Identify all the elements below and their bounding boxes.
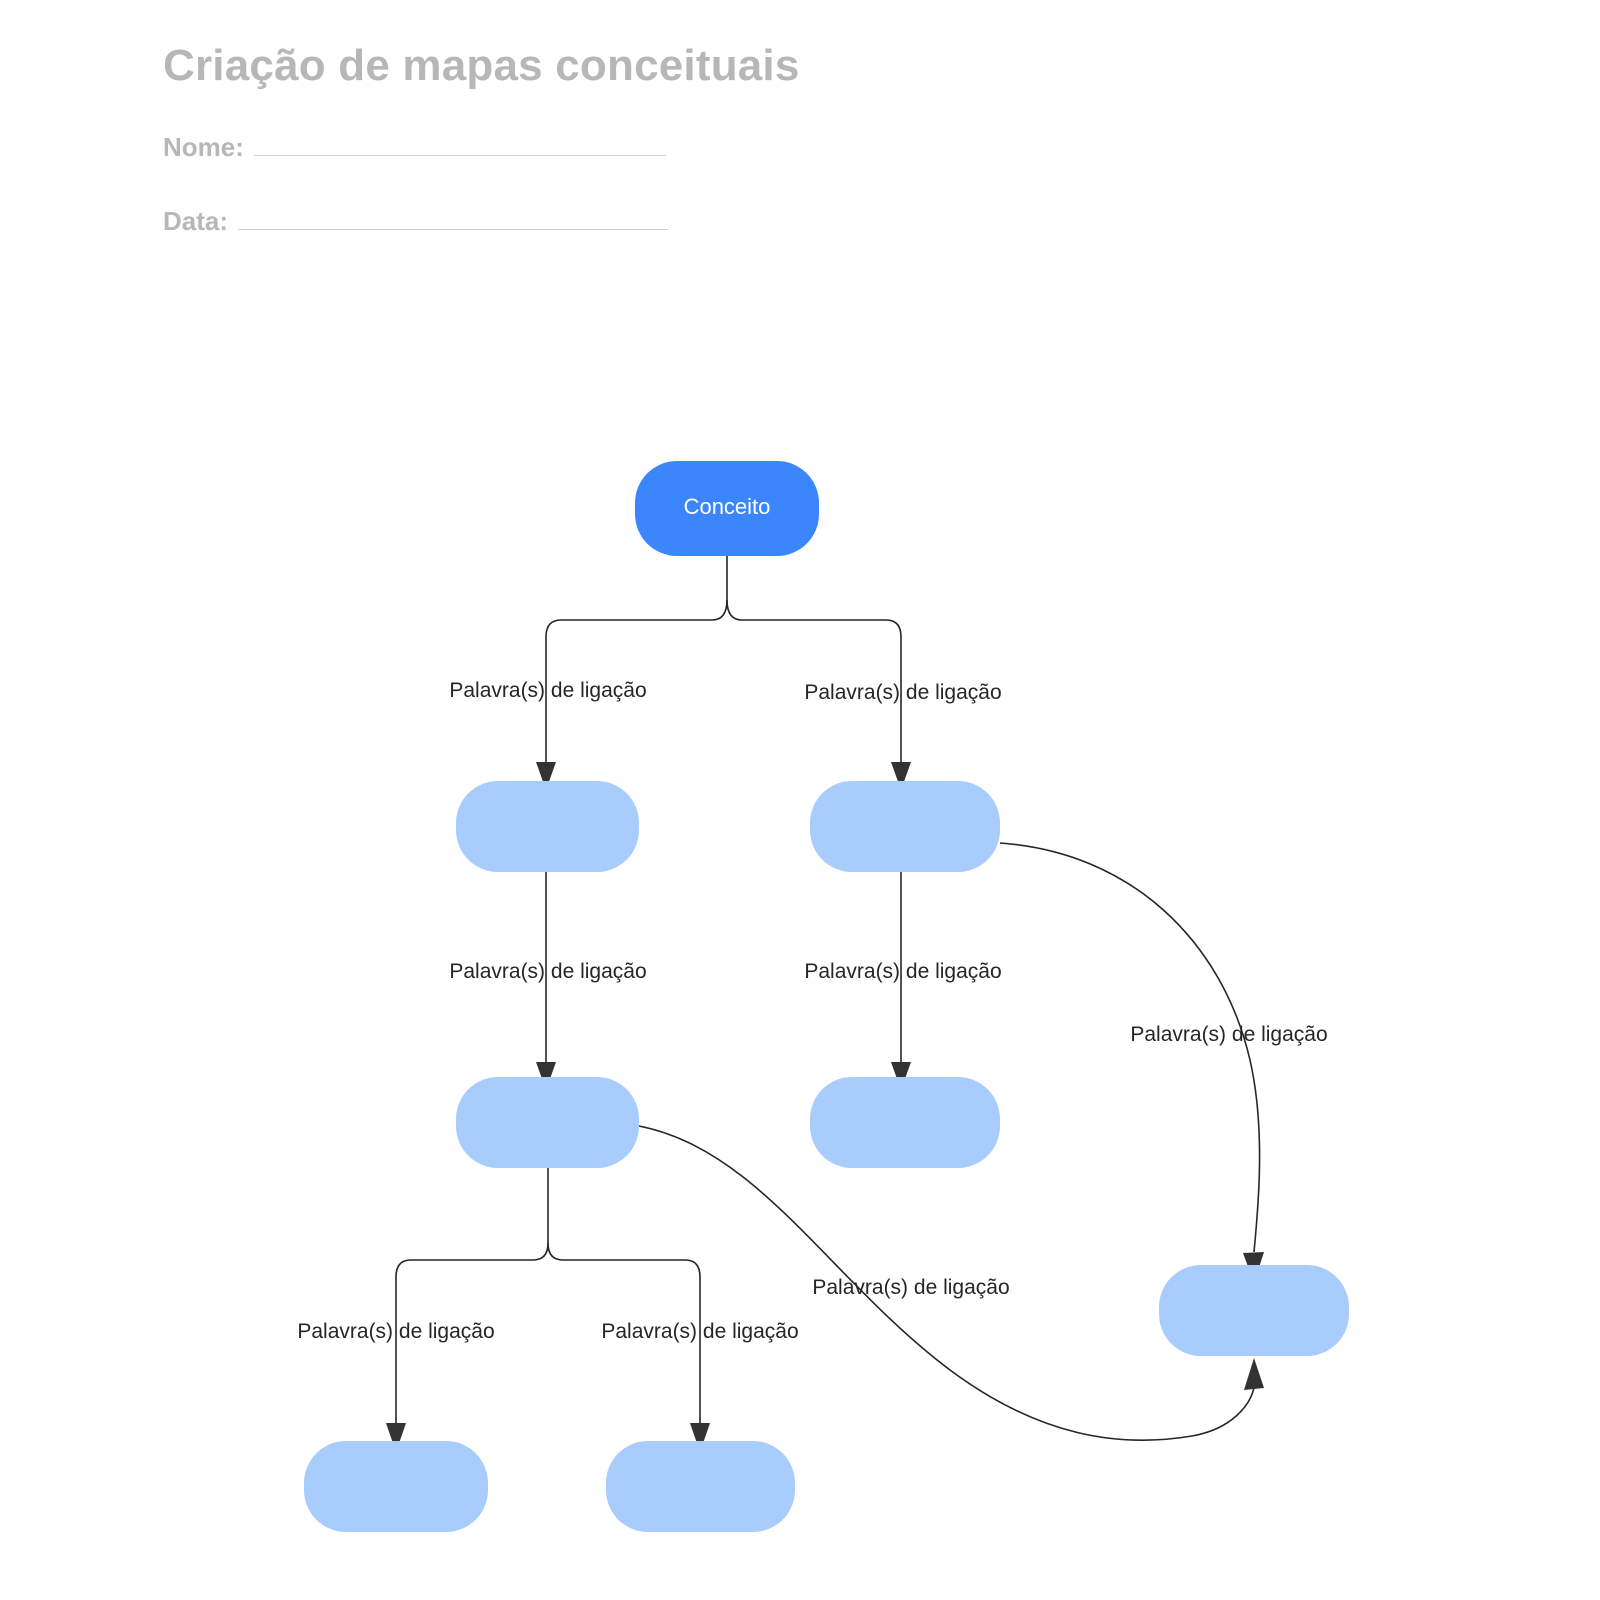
arrowhead-far-bottom [1244,1358,1264,1390]
edge-label-cross-bottom: Palavra(s) de ligação [812,1276,1009,1299]
date-input[interactable] [238,207,669,231]
worksheet-header: Criação de mapas conceituais Nome: Data: [163,41,1063,252]
edge-label-bottom-left: Palavra(s) de ligação [297,1320,494,1343]
node-root[interactable]: Conceito [635,461,819,556]
node-bottom-right-shape [606,1441,795,1532]
date-field-label: Data: [163,206,229,237]
node-left-level3[interactable] [456,1077,639,1168]
node-bottom-left[interactable] [304,1441,488,1532]
edge-l2-fork-right [547,1242,701,1423]
edge-root-fork [545,556,728,762]
arrowhead-bottom-left [386,1423,406,1452]
node-far-right[interactable] [1159,1265,1349,1356]
page-title: Criação de mapas conceituais [163,41,800,90]
arrowhead-root-left [536,762,556,790]
node-root-shape [635,461,819,556]
node-right-level2-shape [810,781,1000,872]
edge-label-right-mid: Palavra(s) de ligação [804,960,1001,983]
edge-root-fork-right [726,599,902,762]
name-input[interactable] [253,133,666,157]
edge-r1-to-far-curve [999,842,1261,1253]
edge-label-far-right: Palavra(s) de ligação [1130,1023,1327,1046]
node-right-level2[interactable] [810,781,1000,872]
node-right-level3[interactable] [810,1077,1000,1168]
arrowhead-l1-l2 [536,1062,556,1090]
edge-label-left-mid: Palavra(s) de ligação [449,960,646,983]
node-right-level3-shape [810,1077,1000,1168]
name-field-row: Nome: [163,132,1063,178]
node-bottom-left-shape [304,1441,488,1532]
arrowhead-r1-r2 [891,1062,911,1090]
edge-label-root-right: Palavra(s) de ligação [804,681,1001,704]
node-left-level3-shape [456,1077,639,1168]
edge-l2-to-far-curve [638,1125,1255,1442]
edge-label-root-left: Palavra(s) de ligação [449,679,646,702]
node-left-level2-shape [456,781,639,872]
date-field-row: Data: [163,206,1063,252]
node-left-level2[interactable] [456,781,639,872]
node-far-right-shape [1159,1265,1349,1356]
node-root-label: Conceito [684,494,771,519]
arrowhead-bottom-right [690,1423,710,1452]
node-bottom-right[interactable] [606,1441,795,1532]
edge-l2-fork-left [395,1168,549,1423]
arrowhead-root-right [891,762,911,790]
edge-label-bottom-right: Palavra(s) de ligação [601,1320,798,1343]
name-field-label: Nome: [163,132,244,163]
